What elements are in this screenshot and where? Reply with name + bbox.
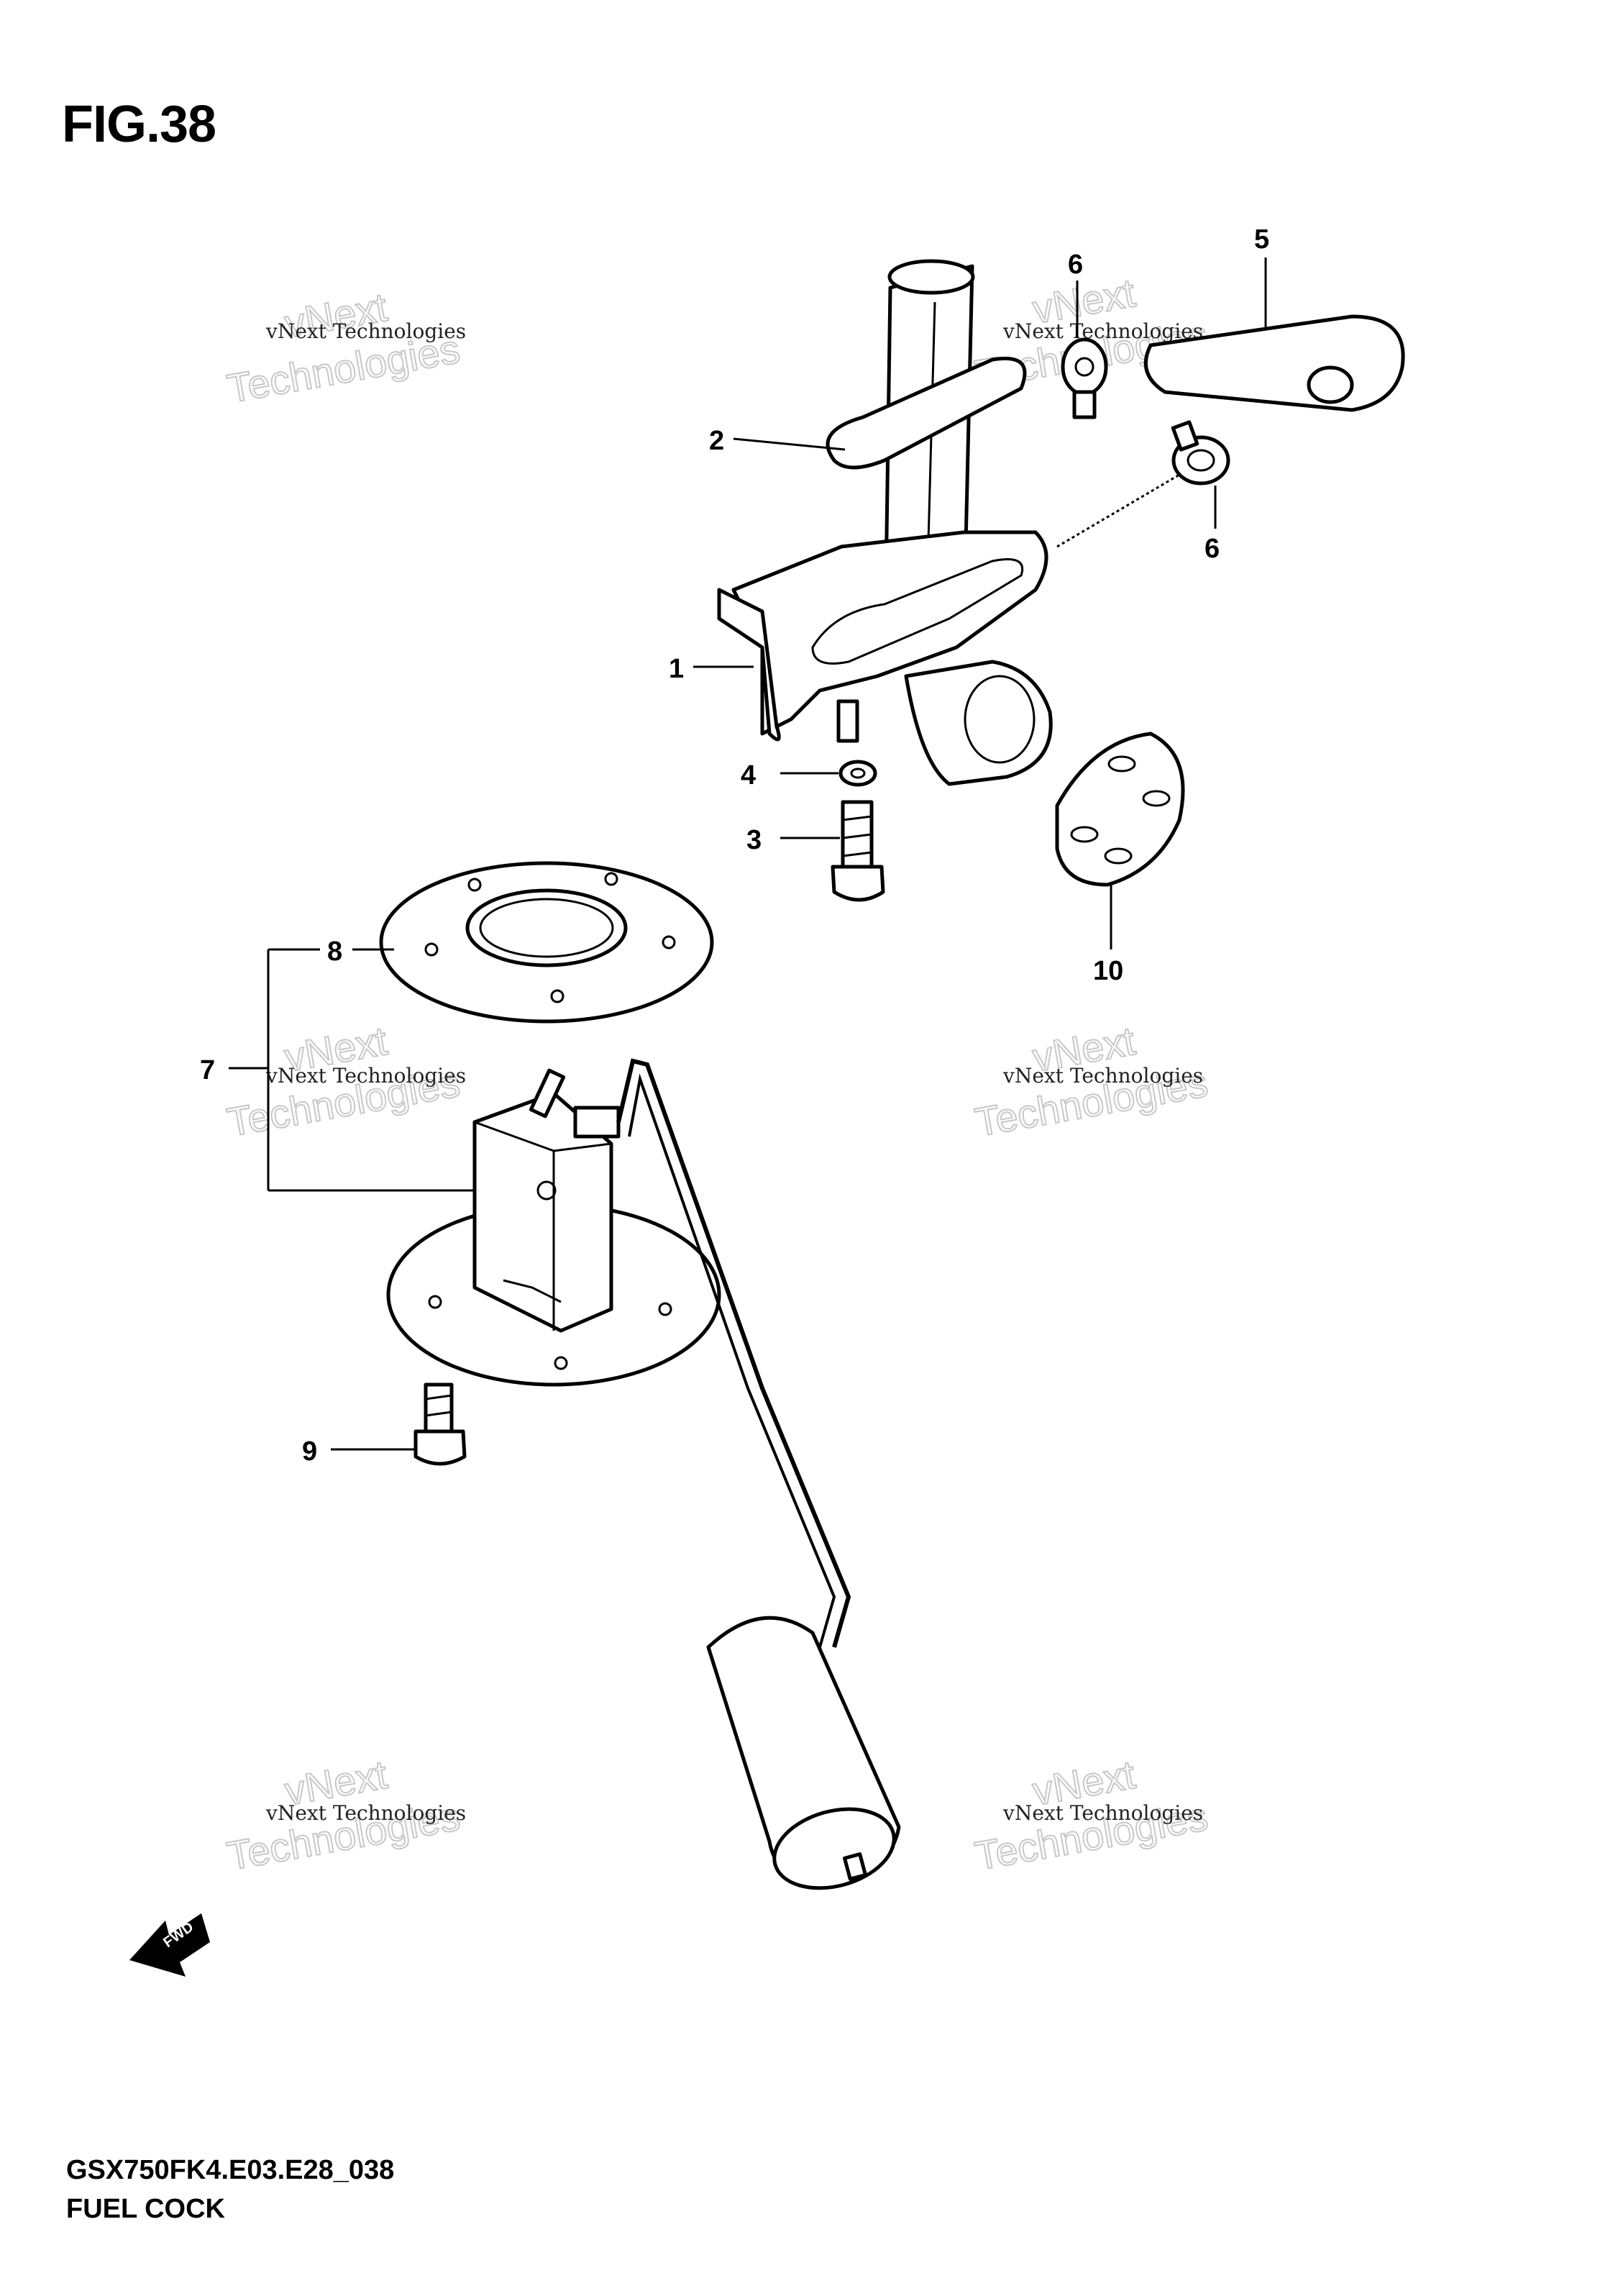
svg-text:vNext Technologies: vNext Technologies (1002, 1064, 1203, 1088)
washer-part-4 (838, 760, 877, 787)
hose-clamp-part-6b (1171, 420, 1230, 486)
model-code: GSX750FK4.E03.E28_038 (66, 2155, 395, 2185)
callout-1: 1 (669, 654, 684, 684)
svg-text:vNext Technologies: vNext Technologies (265, 1801, 466, 1825)
hose-clamp-part-6a (1061, 337, 1108, 419)
callout-8: 8 (327, 937, 342, 967)
fuel-cock-body-part-1 (717, 530, 1053, 786)
section-name: FUEL COCK (66, 2194, 225, 2224)
callout-6-right: 6 (1205, 534, 1220, 564)
callout-2: 2 (709, 426, 724, 456)
callout-4: 4 (741, 760, 756, 791)
leader-lines (229, 258, 1267, 1451)
cover-plate-part-10 (1055, 732, 1185, 887)
watermark-3: vNext Technologies vNext Technologies (223, 1017, 466, 1146)
fuel-gauge-part-7 (386, 1058, 901, 1890)
svg-text:vNext Technologies: vNext Technologies (265, 1064, 466, 1088)
watermark-6: vNext Technologies vNext Technologies (971, 1751, 1212, 1880)
svg-text:vNext Technologies: vNext Technologies (265, 319, 466, 343)
callout-5: 5 (1254, 224, 1269, 255)
callout-9: 9 (302, 1436, 317, 1467)
svg-text:vNext Technologies: vNext Technologies (1002, 319, 1203, 343)
forward-arrow-icon: FWD (129, 1913, 210, 1977)
callout-10: 10 (1093, 956, 1123, 986)
callout-3: 3 (746, 825, 762, 855)
watermark-5: vNext Technologies vNext Technologies (223, 1751, 466, 1880)
bolt-part-3 (831, 800, 885, 902)
callout-6-top: 6 (1068, 250, 1083, 280)
screw-part-9 (413, 1382, 467, 1466)
fuel-hose-part-5 (1143, 314, 1405, 412)
callout-7: 7 (200, 1055, 215, 1085)
watermark-4: vNext Technologies vNext Technologies (971, 1017, 1212, 1146)
gasket-part-2 (826, 356, 1027, 470)
svg-text:vNext Technologies: vNext Technologies (1002, 1801, 1203, 1825)
gasket-ring-part-8 (379, 861, 714, 1024)
figure-title: FIG.38 (62, 96, 216, 153)
watermark-1: vNext Technologies vNext Technologies (223, 283, 466, 412)
